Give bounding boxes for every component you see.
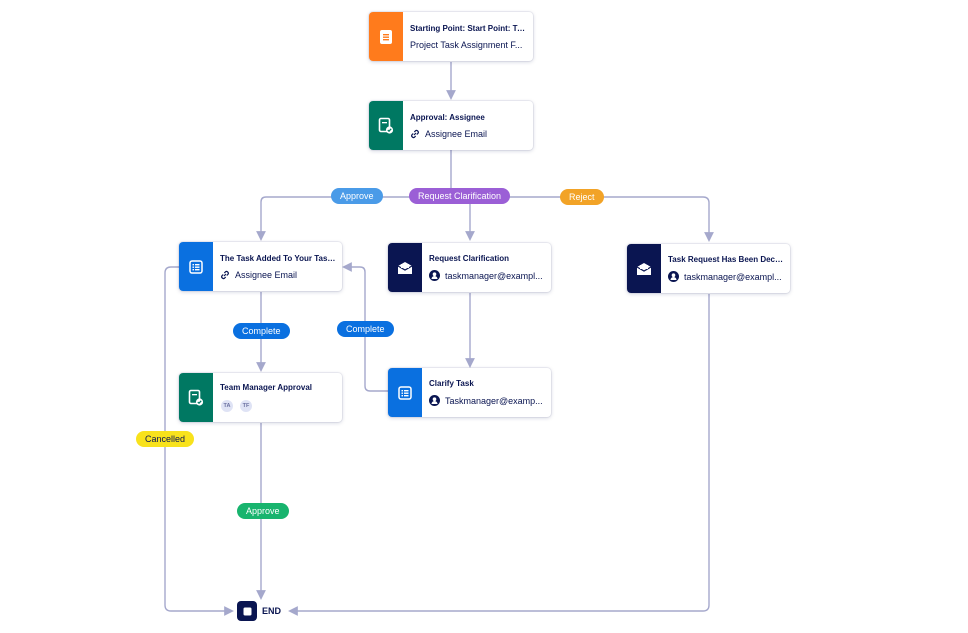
pill-cancelled[interactable]: Cancelled	[136, 431, 195, 447]
node-request-clarification-subtitle: taskmanager@exampl...	[429, 270, 545, 281]
pill-complete-clarify[interactable]: Complete	[337, 321, 394, 337]
node-team-manager-approval-body: Team Manager Approval TA TF	[213, 373, 342, 422]
connector-declined-to-end	[288, 294, 710, 616]
link-icon	[221, 270, 229, 279]
task-list-icon	[179, 242, 213, 291]
pill-approve[interactable]: Approve	[331, 188, 383, 204]
node-team-manager-approval[interactable]: Team Manager Approval TA TF	[179, 373, 342, 422]
node-start-subtitle-text: Project Task Assignment F...	[410, 39, 523, 50]
node-task-added[interactable]: The Task Added To Your Task ... Assignee…	[179, 242, 342, 291]
node-start-subtitle: Project Task Assignment F...	[410, 40, 527, 50]
node-task-added-subtitle-text: Assignee Email	[235, 269, 298, 280]
end-label: END	[262, 606, 282, 616]
node-end[interactable]: END	[237, 601, 286, 621]
connector-approve-branch	[256, 196, 451, 241]
user-icon	[429, 270, 440, 281]
node-request-clarification-body: Request Clarification taskmanager@exampl…	[422, 243, 551, 292]
stop-icon	[237, 601, 257, 621]
pill-complete-task[interactable]: Complete	[233, 323, 290, 339]
node-task-added-subtitle: Assignee Email	[220, 270, 336, 280]
node-task-declined-title: Task Request Has Been Decli...	[668, 255, 784, 264]
node-request-clarification[interactable]: Request Clarification taskmanager@exampl…	[388, 243, 551, 292]
node-task-declined[interactable]: Task Request Has Been Decli... taskmanag…	[627, 244, 790, 293]
node-approval-assignee-subtitle-text: Assignee Email	[425, 128, 488, 139]
avatar: TA	[220, 398, 234, 413]
pill-approve-manager[interactable]: Approve	[237, 503, 289, 519]
node-request-clarification-title: Request Clarification	[429, 254, 510, 263]
node-task-added-body: The Task Added To Your Task ... Assignee…	[213, 242, 342, 291]
node-approval-assignee-subtitle: Assignee Email	[410, 129, 527, 139]
node-start-body: Starting Point: Start Point: Ta... Proje…	[403, 12, 533, 61]
node-request-clarification-subtitle-text: taskmanager@exampl...	[445, 270, 543, 281]
node-clarify-task[interactable]: Clarify Task Taskmanager@examp...	[388, 368, 551, 417]
node-team-manager-approval-title: Team Manager Approval	[220, 382, 313, 392]
connector-reject-branch	[451, 196, 714, 242]
avatar: TF	[239, 398, 253, 413]
node-approval-assignee[interactable]: Approval: Assignee Assignee Email	[369, 101, 533, 150]
node-task-declined-subtitle-text: taskmanager@exampl...	[684, 271, 782, 282]
user-icon	[668, 271, 679, 282]
node-approval-assignee-body: Approval: Assignee Assignee Email	[403, 101, 533, 150]
approval-icon	[179, 373, 213, 422]
node-clarify-task-body: Clarify Task Taskmanager@examp...	[422, 368, 551, 417]
node-clarify-task-subtitle-text: Taskmanager@examp...	[445, 395, 543, 406]
node-task-declined-body: Task Request Has Been Decli... taskmanag…	[661, 244, 790, 293]
form-icon	[369, 12, 403, 61]
task-list-icon	[388, 368, 422, 417]
node-team-manager-approval-avatars: TA TF	[220, 398, 336, 413]
email-icon	[627, 244, 661, 293]
node-clarify-task-title: Clarify Task	[429, 379, 474, 388]
node-clarify-task-subtitle: Taskmanager@examp...	[429, 395, 545, 406]
user-icon	[429, 395, 440, 406]
node-task-declined-subtitle: taskmanager@exampl...	[668, 271, 784, 282]
pill-request-clarification[interactable]: Request Clarification	[409, 188, 511, 204]
node-approval-assignee-title: Approval: Assignee	[410, 112, 485, 122]
pill-reject[interactable]: Reject	[560, 189, 604, 205]
node-task-added-title: The Task Added To Your Task ...	[220, 253, 336, 263]
link-icon	[411, 129, 419, 138]
approval-icon	[369, 101, 403, 150]
email-icon	[388, 243, 422, 292]
node-start[interactable]: Starting Point: Start Point: Ta... Proje…	[369, 12, 533, 61]
node-start-title: Starting Point: Start Point: Ta...	[410, 23, 527, 33]
